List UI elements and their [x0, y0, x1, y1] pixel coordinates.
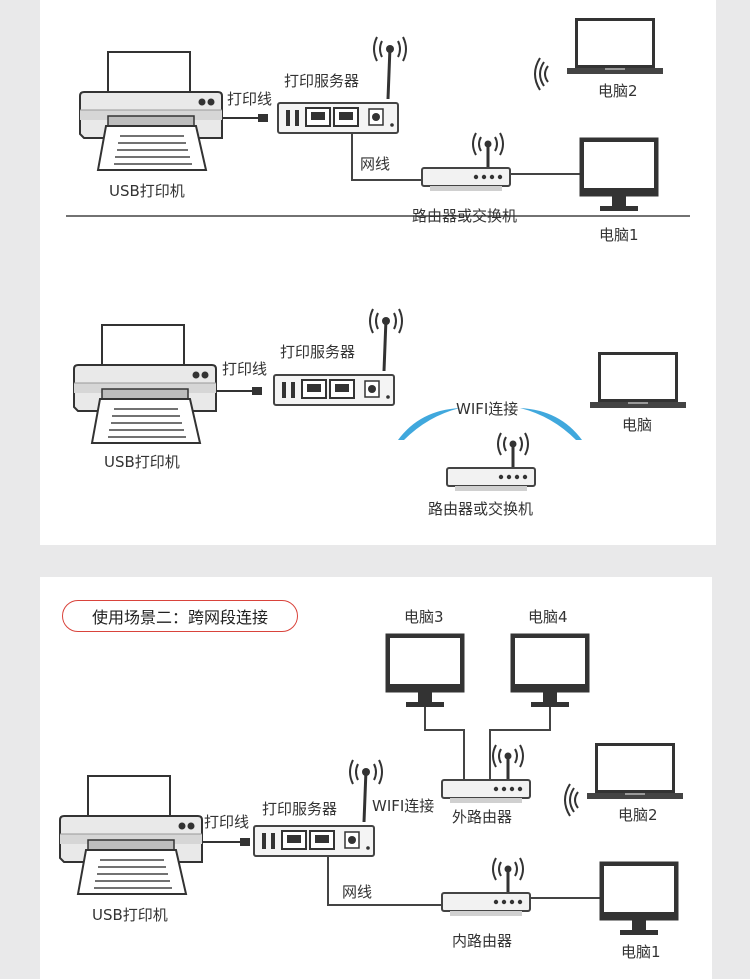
usb-printer-icon	[79, 51, 223, 171]
inner-router-label: 内路由器	[452, 932, 513, 950]
wifi-signal-icon	[564, 783, 579, 817]
computer1-label: 电脑1	[621, 943, 661, 961]
computer2-label: 电脑2	[598, 82, 638, 100]
inner-router-icon	[440, 856, 532, 918]
outer-router-icon	[440, 743, 532, 805]
printer-label: USB打印机	[109, 182, 185, 200]
computer2-laptop-icon	[587, 743, 683, 799]
computer4-label: 电脑4	[528, 608, 568, 626]
computer4-monitor-icon	[510, 633, 590, 708]
print-cable-label: 打印线	[227, 90, 273, 108]
network-cable-label: 网线	[360, 155, 391, 173]
router-label: 路由器或交换机	[428, 500, 534, 518]
diagram3	[59, 633, 683, 936]
printer-label: USB打印机	[104, 453, 180, 471]
wifi-label: WIFI连接	[372, 797, 435, 815]
print-server-label: 打印服务器	[284, 72, 360, 90]
network-cable-line	[351, 133, 425, 181]
wifi-arc-right	[520, 408, 582, 440]
usb-printer-icon	[73, 324, 217, 444]
router-label: 路由器或交换机	[412, 207, 518, 225]
computer1-monitor-icon	[579, 137, 659, 212]
computer3-monitor-icon	[385, 633, 465, 708]
printer-label: USB打印机	[92, 906, 168, 924]
wifi-signal-icon	[534, 57, 549, 91]
scenario-title-badge: 使用场景二：跨网段连接	[62, 600, 298, 632]
computer-label: 电脑	[622, 416, 653, 434]
wifi-arc-left	[398, 408, 460, 440]
outer-router-label: 外路由器	[452, 808, 513, 826]
wifi-label: WIFI连接	[456, 400, 519, 418]
usb-printer-icon	[59, 775, 203, 895]
diagram1	[66, 18, 690, 217]
computer1-monitor-icon	[599, 861, 679, 936]
print-cable-label: 打印线	[204, 813, 250, 831]
print-server-label: 打印服务器	[280, 343, 356, 361]
computer2-laptop-icon	[567, 18, 663, 74]
computer1-label: 电脑1	[599, 226, 639, 244]
print-cable-label: 打印线	[222, 360, 268, 378]
diagram2	[73, 307, 686, 493]
router-icon	[445, 431, 537, 493]
print-server-label: 打印服务器	[262, 800, 338, 818]
router-icon	[420, 131, 512, 193]
computer2-label: 电脑2	[618, 806, 658, 824]
network-cable-label: 网线	[342, 883, 373, 901]
computer-laptop-icon	[590, 352, 686, 408]
computer3-label: 电脑3	[404, 608, 444, 626]
